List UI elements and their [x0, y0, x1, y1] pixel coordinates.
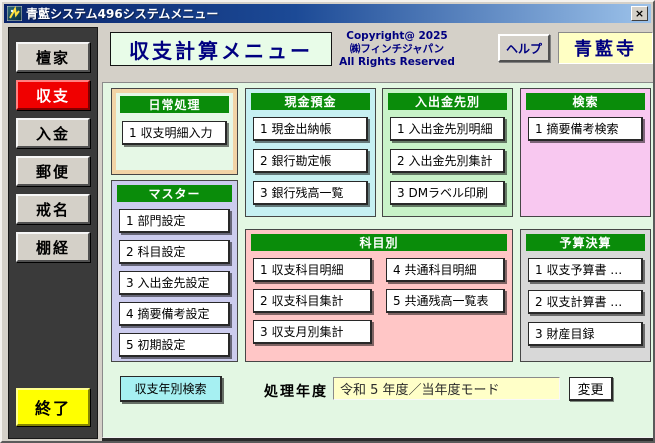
button-tekiyo-biko-settei[interactable]: 4 摘要備考設定: [119, 302, 230, 326]
sidebar-item-yubin[interactable]: 郵便: [16, 156, 90, 186]
button-shushi-kamoku-shukei[interactable]: 2 収支科目集計: [253, 289, 372, 313]
section-daily-processing: 日常処理 1 収支明細入力: [111, 88, 238, 175]
processing-year-field[interactable]: 令和 5 年度／当年度モード: [333, 377, 560, 400]
section-master: マスター 1 部門設定 2 科目設定 3 入出金先設定 4 摘要備考設定 5 初…: [111, 180, 238, 362]
change-year-button[interactable]: 変更: [569, 377, 613, 401]
section-budget-title: 予算決算: [526, 234, 645, 251]
button-shushi-yosansho[interactable]: 1 収支予算書 …: [528, 258, 643, 282]
button-nyushukkinsaki-settei[interactable]: 3 入出金先設定: [119, 271, 230, 295]
section-cash-title: 現金預金: [251, 93, 370, 110]
copyright-line-3: All Rights Reserved: [339, 56, 455, 68]
button-nyushukkinsaki-meisai[interactable]: 1 入出金先別明細: [390, 117, 505, 141]
window-bottom-edge: [102, 438, 653, 441]
section-by-subject: 科目別 1 収支科目明細 2 収支科目集計 3 収支月別集計 4 共通科目明細 …: [245, 229, 513, 362]
section-subject-title: 科目別: [251, 234, 507, 251]
section-payee-title: 入出金先別: [388, 93, 507, 110]
window-title: 青藍システム496システムメニュー: [26, 7, 219, 21]
close-button[interactable]: ×: [631, 6, 648, 21]
sidebar-item-tanagyo[interactable]: 棚経: [16, 232, 90, 262]
copyright-text: Copyright@ 2025 ㈱フィンチジャパン All Rights Res…: [332, 30, 462, 69]
section-daily-title: 日常処理: [120, 96, 229, 113]
button-ginko-kanjocho[interactable]: 2 銀行勘定帳: [253, 149, 368, 173]
subject-button-columns: 1 収支科目明細 2 収支科目集計 3 収支月別集計 4 共通科目明細 5 共通…: [246, 258, 512, 351]
section-cash-deposit: 現金預金 1 現金出納帳 2 銀行勘定帳 3 銀行残高一覧: [245, 88, 376, 217]
section-master-title: マスター: [117, 185, 232, 202]
year-search-button[interactable]: 収支年別検索: [120, 376, 222, 402]
sidebar-item-shushi[interactable]: 収支: [16, 80, 90, 110]
button-shushi-kamoku-meisai[interactable]: 1 収支科目明細: [253, 258, 372, 282]
button-zaisan-mokuroku[interactable]: 3 財産目録: [528, 322, 643, 346]
button-ginko-zandaka-ichiran[interactable]: 3 銀行残高一覧: [253, 181, 368, 205]
section-budget-settlement: 予算決算 1 収支予算書 … 2 収支計算書 … 3 財産目録: [520, 229, 651, 362]
copyright-line-1: Copyright@ 2025: [346, 30, 448, 42]
sidebar-item-nyukin[interactable]: 入金: [16, 118, 90, 148]
button-bumon-settei[interactable]: 1 部門設定: [119, 209, 230, 233]
button-kyotsu-zandaka-ichiranhyo[interactable]: 5 共通残高一覧表: [386, 289, 505, 313]
sidebar-item-kaimyo[interactable]: 戒名: [16, 194, 90, 224]
subject-column-1: 1 収支科目明細 2 収支科目集計 3 収支月別集計: [253, 258, 372, 351]
title-bar: 青藍システム496システムメニュー ×: [4, 4, 651, 23]
processing-year-label: 処理年度: [264, 384, 328, 400]
sidebar-item-danka[interactable]: 檀家: [16, 42, 90, 72]
button-kyotsu-kamoku-meisai[interactable]: 4 共通科目明細: [386, 258, 505, 282]
exit-button[interactable]: 終了: [16, 388, 90, 426]
button-shushi-meisai-input[interactable]: 1 収支明細入力: [122, 121, 227, 145]
button-dm-label-print[interactable]: 3 DMラベル印刷: [390, 181, 505, 205]
close-icon: ×: [634, 7, 645, 20]
section-payee: 入出金先別 1 入出金先別明細 2 入出金先別集計 3 DMラベル印刷: [382, 88, 513, 217]
section-search-title: 検索: [526, 93, 645, 110]
temple-name-badge: 青藍寺: [558, 32, 653, 64]
button-shushi-tsukibetsu-shukei[interactable]: 3 収支月別集計: [253, 320, 372, 344]
button-kamoku-settei[interactable]: 2 科目設定: [119, 240, 230, 264]
button-shoki-settei[interactable]: 5 初期設定: [119, 333, 230, 357]
button-nyushukkinsaki-shukei[interactable]: 2 入出金先別集計: [390, 149, 505, 173]
page-title: 収支計算メニュー: [110, 32, 332, 66]
subject-column-2: 4 共通科目明細 5 共通残高一覧表: [386, 258, 505, 351]
copyright-line-2: ㈱フィンチジャパン: [349, 43, 445, 55]
app-icon: [7, 6, 22, 21]
button-shushi-keisansho[interactable]: 2 収支計算書 …: [528, 290, 643, 314]
section-search: 検索 1 摘要備考検索: [520, 88, 651, 217]
sidebar: 檀家 収支 入金 郵便 戒名 棚経 終了: [8, 27, 98, 439]
button-genkin-suitocho[interactable]: 1 現金出納帳: [253, 117, 368, 141]
button-tekiyo-biko-kensaku[interactable]: 1 摘要備考検索: [528, 117, 643, 141]
help-button[interactable]: ヘルプ: [498, 34, 550, 62]
